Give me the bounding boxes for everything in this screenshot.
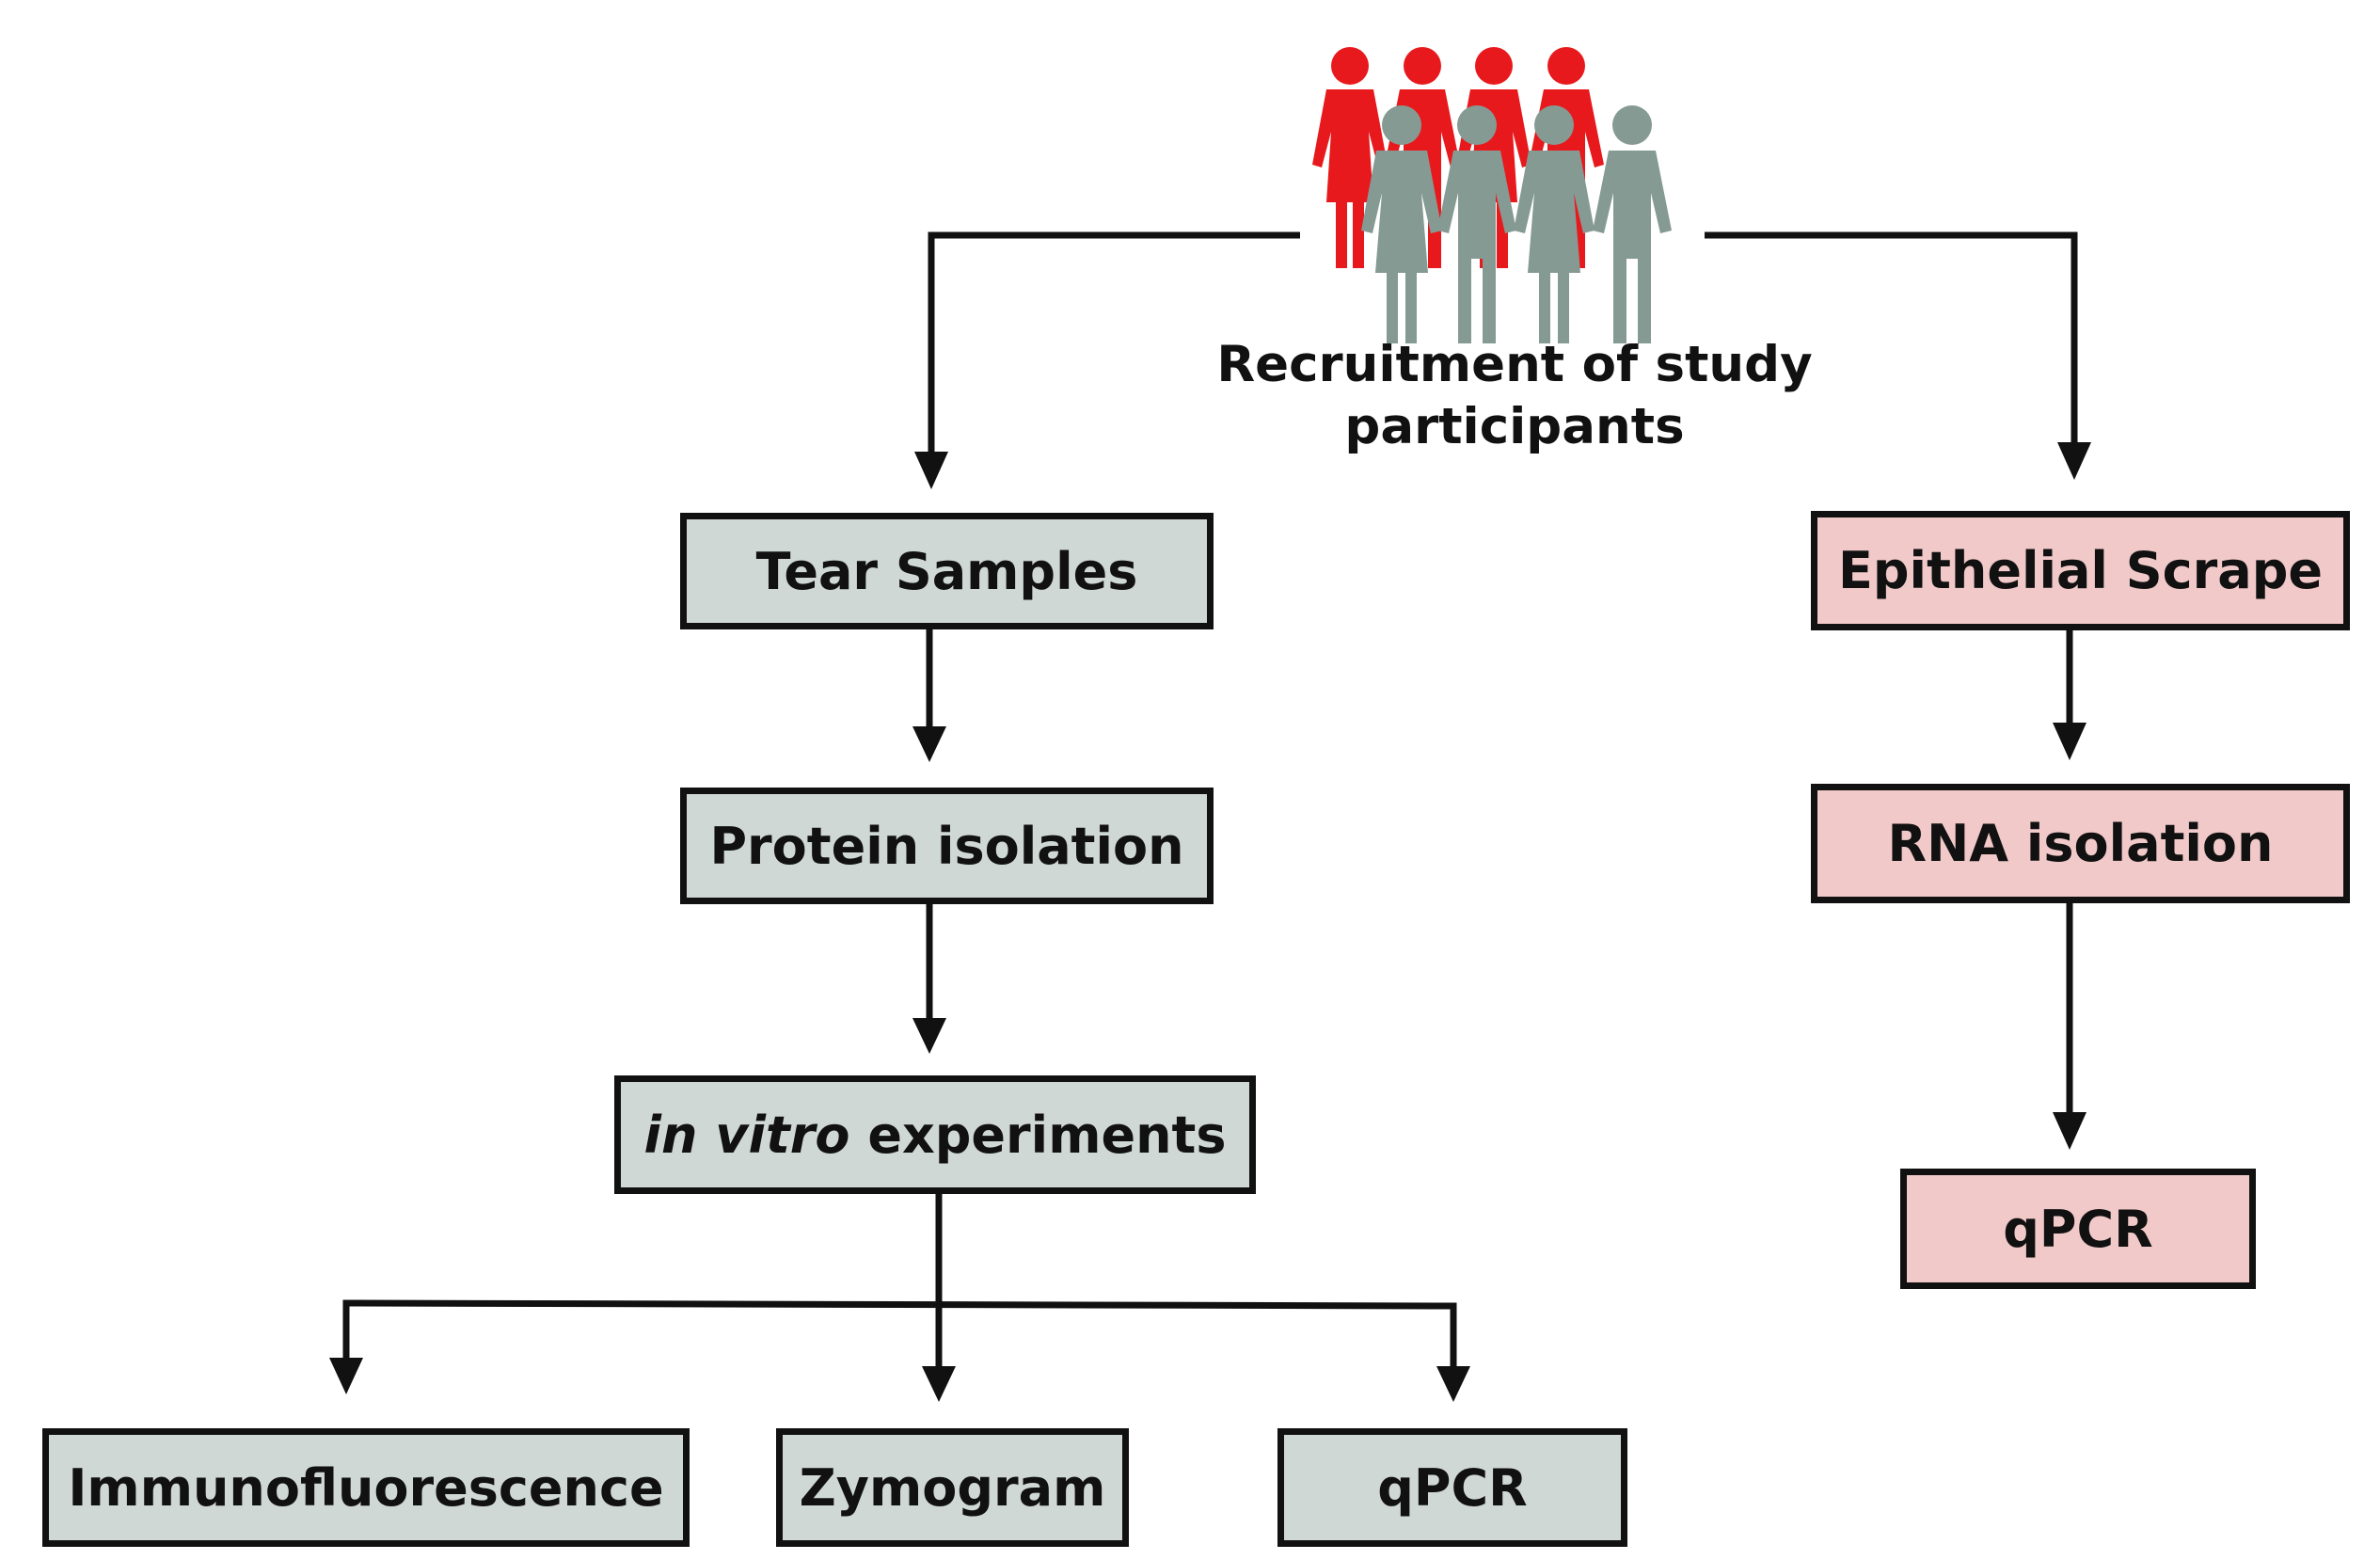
in-vitro-experiments-box: in vitro experiments [614,1075,1256,1194]
immunofluorescence-box: Immunofluorescence [42,1428,690,1547]
in-vitro-rest-text: experiments [849,1105,1227,1165]
rna-isolation-label: RNA isolation [1887,814,2274,873]
arrowhead-qpcr-right [2053,1112,2086,1150]
recruitment-label: Recruitment of study participants [1204,334,1825,458]
tear-samples-label: Tear Samples [755,541,1138,601]
arrowhead-tear [914,452,948,489]
epithelial-scrape-box: Epithelial Scrape [1811,511,2350,630]
arrowhead-protein [912,726,946,762]
in-vitro-experiments-label: in vitro experiments [644,1106,1227,1165]
arrowhead-rna [2053,723,2086,760]
rna-isolation-box: RNA isolation [1811,784,2350,903]
arrowhead-immuno [329,1358,363,1394]
arrowhead-zymogram [922,1366,956,1402]
people-group-icon [1312,47,1672,343]
qpcr-left-box: qPCR [1277,1428,1627,1547]
tear-samples-box: Tear Samples [680,513,1214,629]
arrowhead-qpcr-left [1436,1366,1470,1402]
connector-split-left [342,1299,1457,1369]
qpcr-right-box: qPCR [1900,1169,2256,1289]
arrowhead-epithelial [2057,442,2091,480]
connector-top-left [928,231,1300,454]
recruitment-label-line2: participants [1344,398,1685,455]
protein-isolation-label: Protein isolation [709,816,1184,876]
recruitment-label-line1: Recruitment of study [1216,336,1813,393]
in-vitro-italic-text: in vitro [643,1105,850,1165]
immunofluorescence-label: Immunofluorescence [68,1457,664,1518]
zymogram-box: Zymogram [776,1428,1129,1547]
protein-isolation-box: Protein isolation [680,788,1214,904]
zymogram-label: Zymogram [799,1457,1106,1518]
epithelial-scrape-label: Epithelial Scrape [1838,541,2323,600]
connector-top-right [1705,231,2078,442]
qpcr-right-label: qPCR [2003,1199,2153,1259]
grey-figures-icon [1361,105,1672,343]
qpcr-left-label: qPCR [1377,1457,1528,1518]
arrowhead-invitro [912,1018,946,1054]
